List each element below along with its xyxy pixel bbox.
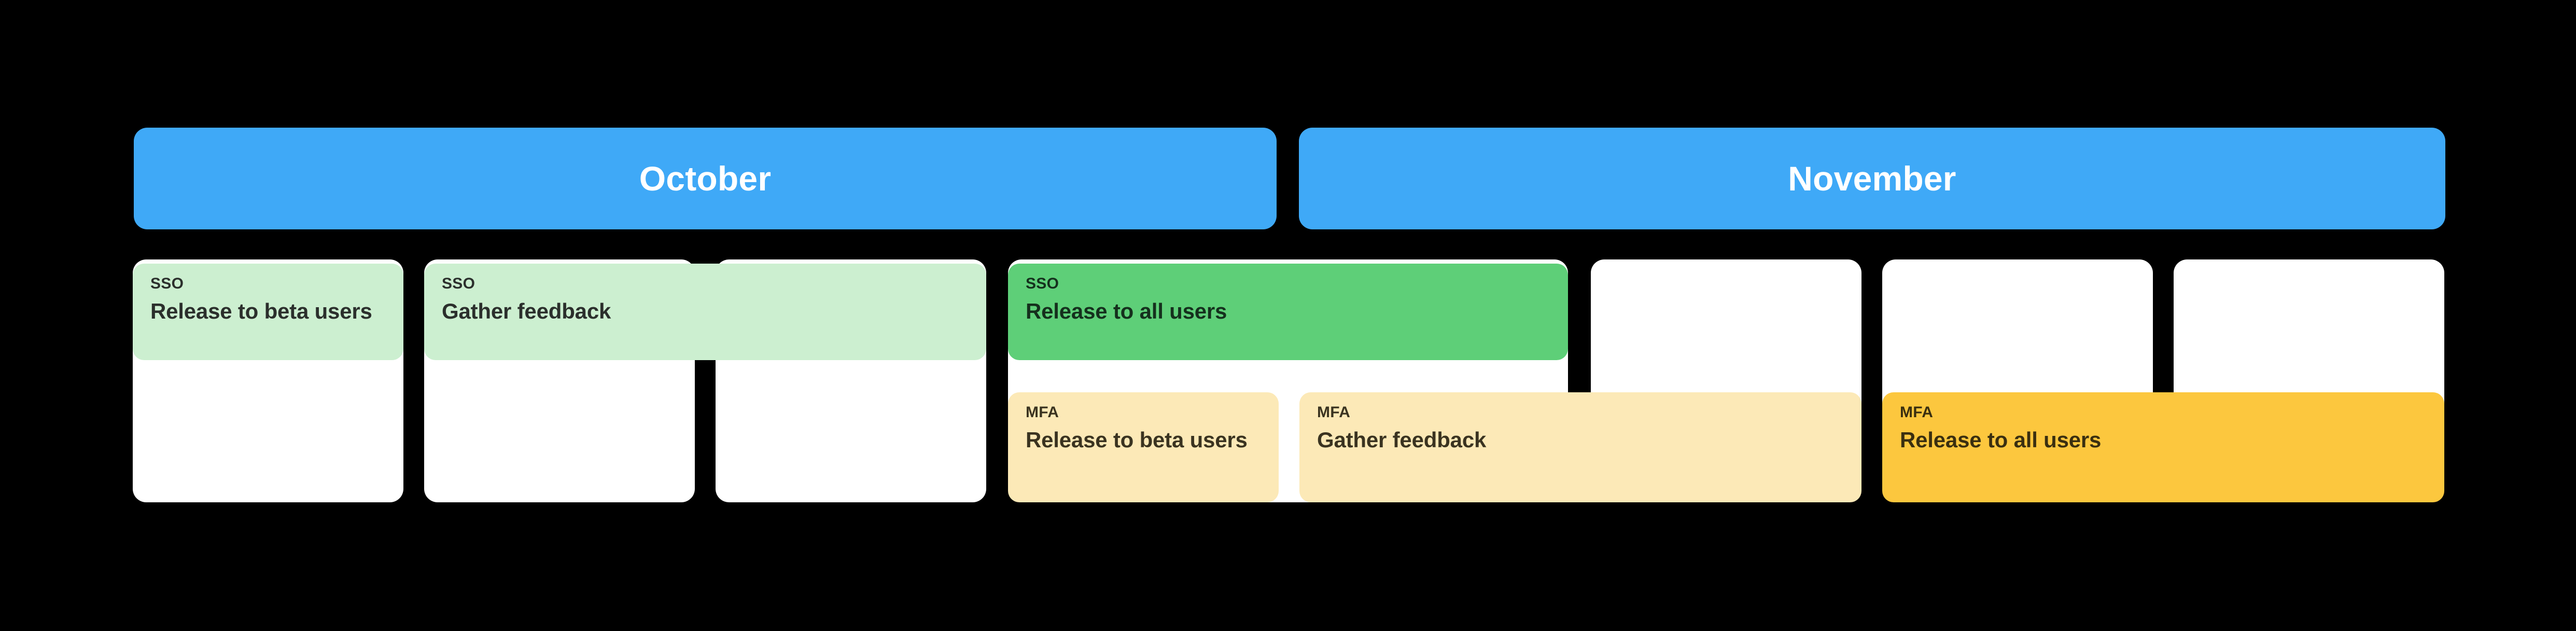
event-card-mfa-all[interactable]: MFA Release to all users: [1882, 392, 2444, 502]
event-card-sso-all[interactable]: SSO Release to all users: [1008, 264, 1568, 360]
event-category-label: SSO: [150, 275, 184, 292]
month-header-label: October: [639, 159, 772, 198]
event-category-label: MFA: [1317, 404, 1351, 421]
event-title: Release to all users: [1900, 428, 2102, 452]
event-title: Release to beta users: [150, 299, 372, 323]
event-card-sso-beta[interactable]: SSO Release to beta users: [133, 264, 403, 360]
event-title: Gather feedback: [442, 299, 611, 323]
event-category-label: SSO: [1026, 275, 1059, 292]
event-card-mfa-beta[interactable]: MFA Release to beta users: [1008, 392, 1279, 502]
event-title: Release to beta users: [1026, 428, 1248, 452]
month-header-october[interactable]: October: [134, 128, 1277, 229]
event-card-sso-feedback[interactable]: SSO Gather feedback: [424, 264, 986, 360]
event-category-label: MFA: [1026, 404, 1059, 421]
event-title: Gather feedback: [1317, 428, 1487, 452]
month-header-label: November: [1788, 159, 1956, 198]
event-title: Release to all users: [1026, 299, 1227, 323]
month-header-november[interactable]: November: [1299, 128, 2445, 229]
event-category-label: SSO: [442, 275, 475, 292]
event-card-mfa-feedback[interactable]: MFA Gather feedback: [1299, 392, 1861, 502]
event-category-label: MFA: [1900, 404, 1934, 421]
